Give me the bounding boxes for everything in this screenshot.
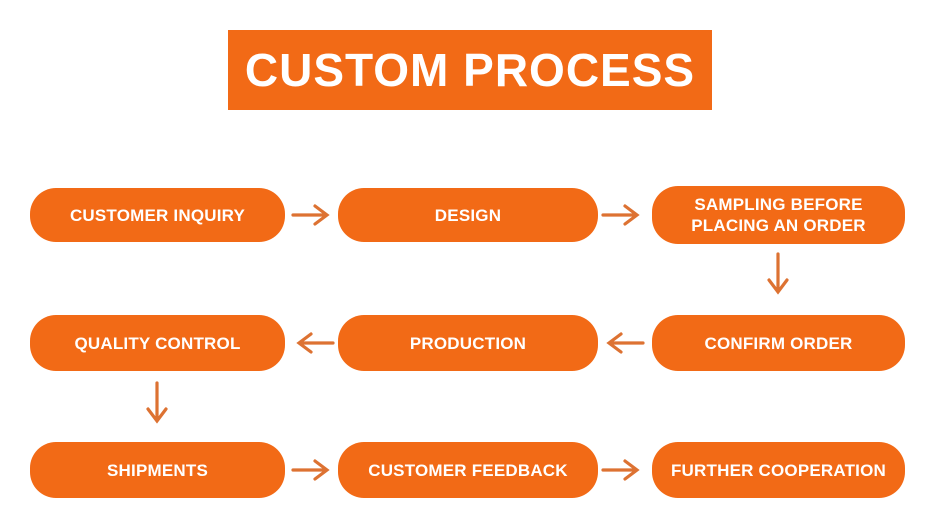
arrow-customer-inquiry-to-design: [291, 201, 335, 229]
arrow-customer-feedback-to-further-cooperation: [601, 456, 645, 484]
node-customer-inquiry: CUSTOMER INQUIRY: [30, 188, 285, 242]
left-arrow-icon: [606, 332, 645, 354]
node-production: PRODUCTION: [338, 315, 598, 371]
node-customer-feedback: CUSTOMER FEEDBACK: [338, 442, 598, 498]
arrow-design-to-sampling: [601, 201, 645, 229]
down-arrow-icon: [146, 381, 168, 424]
arrow-confirm-order-to-production: [601, 329, 645, 357]
arrow-shipments-to-customer-feedback: [291, 456, 335, 484]
right-arrow-icon: [601, 204, 640, 226]
right-arrow-icon: [291, 204, 330, 226]
page-title: CUSTOM PROCESS: [228, 30, 712, 110]
left-arrow-icon: [296, 332, 335, 354]
node-sampling-before-placing-an-order: SAMPLING BEFORE PLACING AN ORDER: [652, 186, 905, 244]
arrow-production-to-quality-control: [291, 329, 335, 357]
node-confirm-order: CONFIRM ORDER: [652, 315, 905, 371]
node-design: DESIGN: [338, 188, 598, 242]
node-quality-control: QUALITY CONTROL: [30, 315, 285, 371]
right-arrow-icon: [291, 459, 330, 481]
down-arrow-icon: [767, 252, 789, 295]
arrow-quality-control-to-shipments: [143, 381, 171, 429]
arrow-sampling-to-confirm-order: [764, 252, 792, 300]
node-further-cooperation: FURTHER COOPERATION: [652, 442, 905, 498]
right-arrow-icon: [601, 459, 640, 481]
node-shipments: SHIPMENTS: [30, 442, 285, 498]
